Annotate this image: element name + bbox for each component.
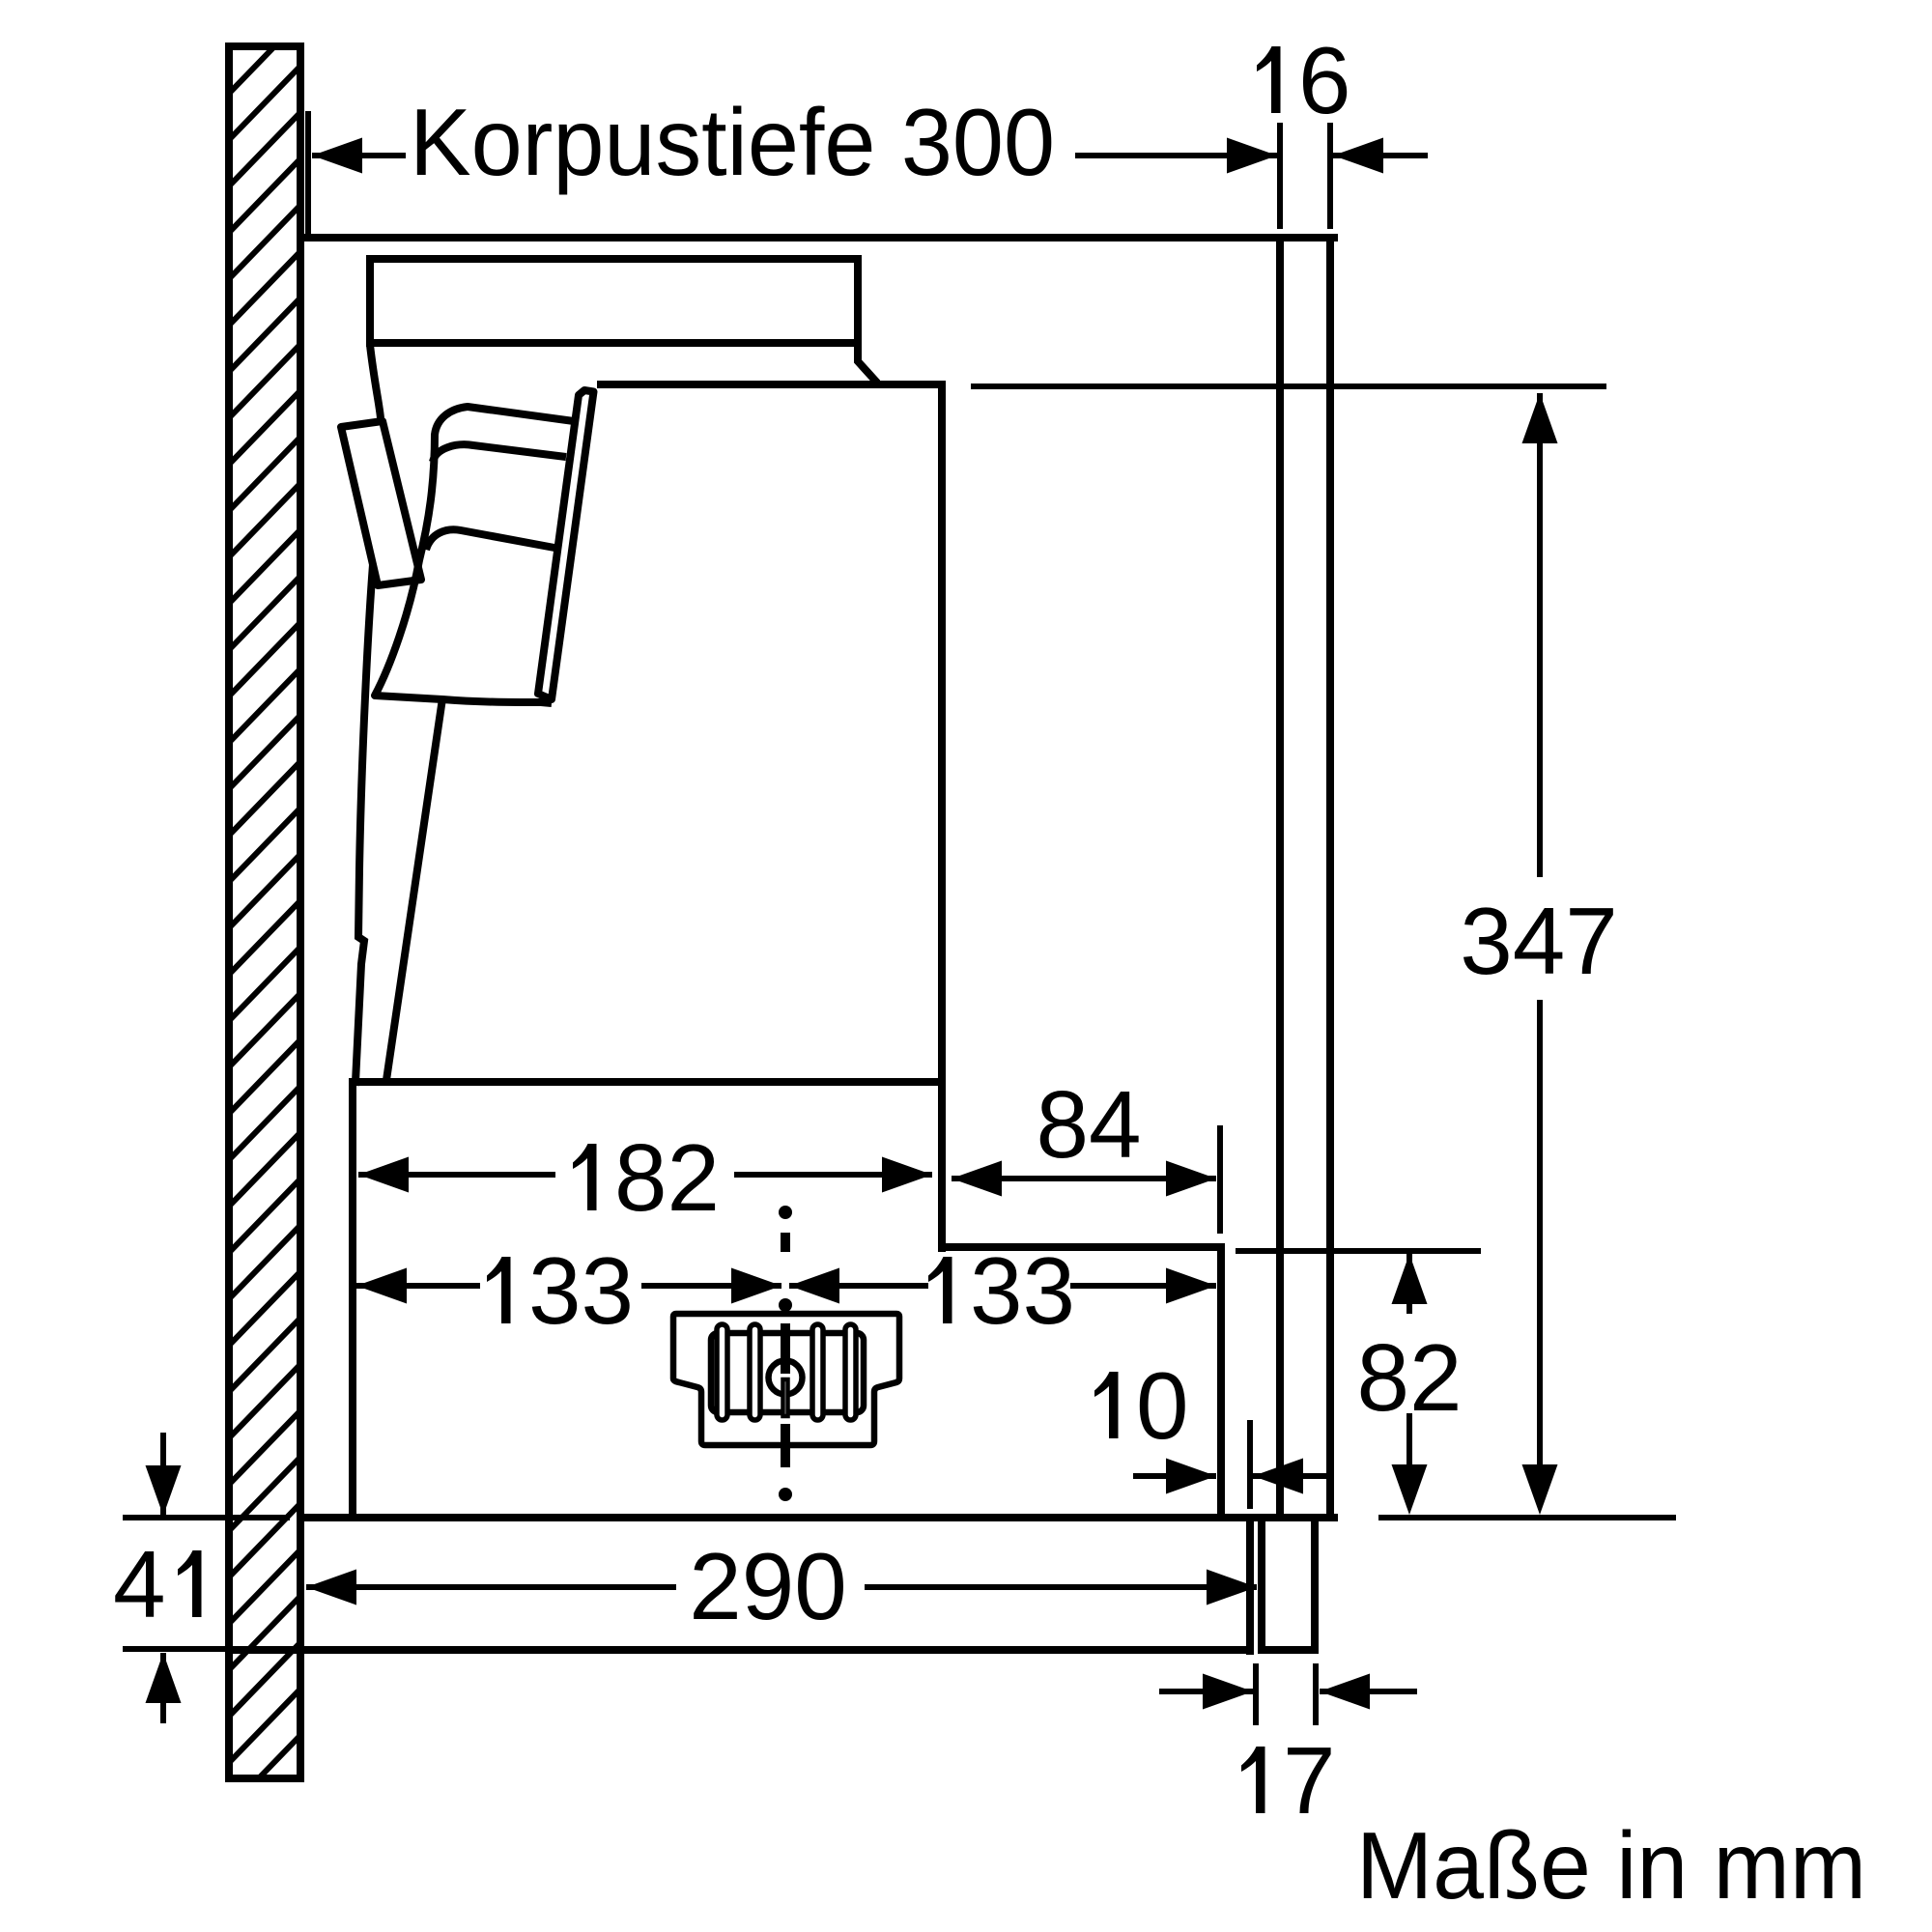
svg-text:347: 347 xyxy=(1460,888,1618,994)
svg-text:Maße in mm: Maße in mm xyxy=(1356,1812,1866,1918)
svg-text:84: 84 xyxy=(1036,1071,1141,1178)
svg-text:33: 33 xyxy=(970,1237,1075,1344)
svg-text:290: 290 xyxy=(689,1533,847,1639)
svg-text:4: 4 xyxy=(113,1531,166,1637)
svg-text:6: 6 xyxy=(1298,27,1351,133)
svg-text:82: 82 xyxy=(1356,1324,1462,1431)
svg-text:82: 82 xyxy=(614,1124,720,1231)
svg-text:Korpustiefe 300: Korpustiefe 300 xyxy=(410,89,1055,195)
svg-text:33: 33 xyxy=(528,1237,634,1344)
svg-text:7: 7 xyxy=(1283,1727,1336,1833)
svg-text:0: 0 xyxy=(1136,1352,1189,1459)
